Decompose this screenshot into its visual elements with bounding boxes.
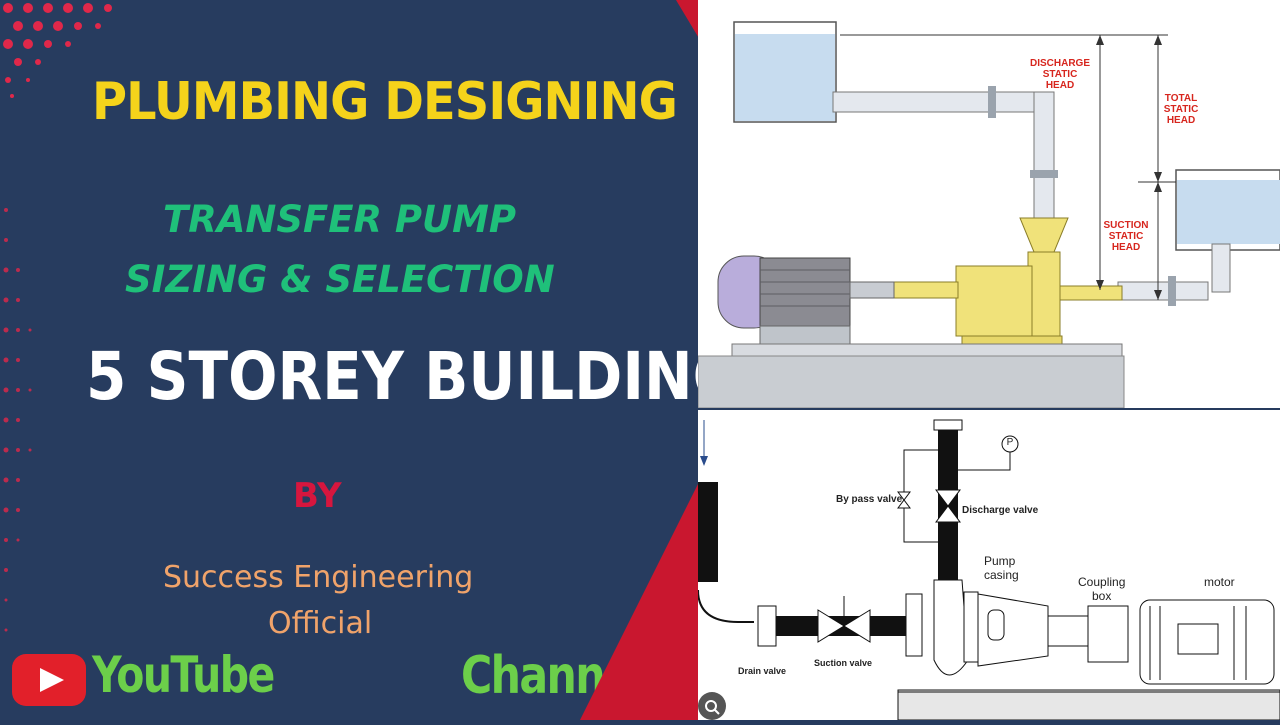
pump-casing-label: Pump casing xyxy=(984,554,1019,582)
subtitle-line-2: SIZING & SELECTION xyxy=(125,258,555,301)
total-static-head-label: TOTAL STATIC HEAD xyxy=(1163,93,1199,126)
author-line-1: Success Engineering xyxy=(163,560,474,595)
pump-valves-illustration xyxy=(697,419,1280,721)
thumbnail-left-panel: PLUMBING DESIGNING TRANSFER PUMP SIZING … xyxy=(3,3,700,706)
coupling-box-label: Coupling box xyxy=(1078,575,1126,603)
image-search-icon[interactable] xyxy=(698,692,726,720)
suction-static-head-label: SUCTION STATIC HEAD xyxy=(1103,220,1149,253)
decorative-dots-side xyxy=(3,208,32,632)
building-heading: 5 STOREY BUILDING xyxy=(86,338,700,415)
suction-valve-label: Suction valve xyxy=(814,658,873,668)
motor-label: motor xyxy=(1204,575,1235,589)
youtube-play-icon xyxy=(12,654,86,706)
pump-valves-diagram: P By pass valve Discharge valve Pump cas… xyxy=(697,410,1280,721)
red-diagonal-accent xyxy=(580,0,700,720)
decorative-dots-top xyxy=(3,3,112,98)
drain-valve-label: Drain valve xyxy=(738,666,787,676)
pump-static-head-diagram: DISCHARGE STATIC HEAD TOTAL STATIC HEAD … xyxy=(697,0,1280,409)
video-title: PLUMBING DESIGNING xyxy=(92,72,678,132)
author-line-2: Official xyxy=(268,606,373,641)
discharge-static-head-label: DISCHARGE STATIC HEAD xyxy=(1029,58,1090,91)
youtube-label: YouTube xyxy=(92,646,275,704)
bypass-valve-label: By pass valve xyxy=(836,494,903,505)
discharge-valve-label: Discharge valve xyxy=(962,505,1039,516)
subtitle-line-1: TRANSFER PUMP xyxy=(163,198,516,241)
pump-system-illustration xyxy=(697,21,1280,409)
pressure-gauge-label: P xyxy=(1006,437,1014,448)
by-label: BY xyxy=(293,476,342,516)
